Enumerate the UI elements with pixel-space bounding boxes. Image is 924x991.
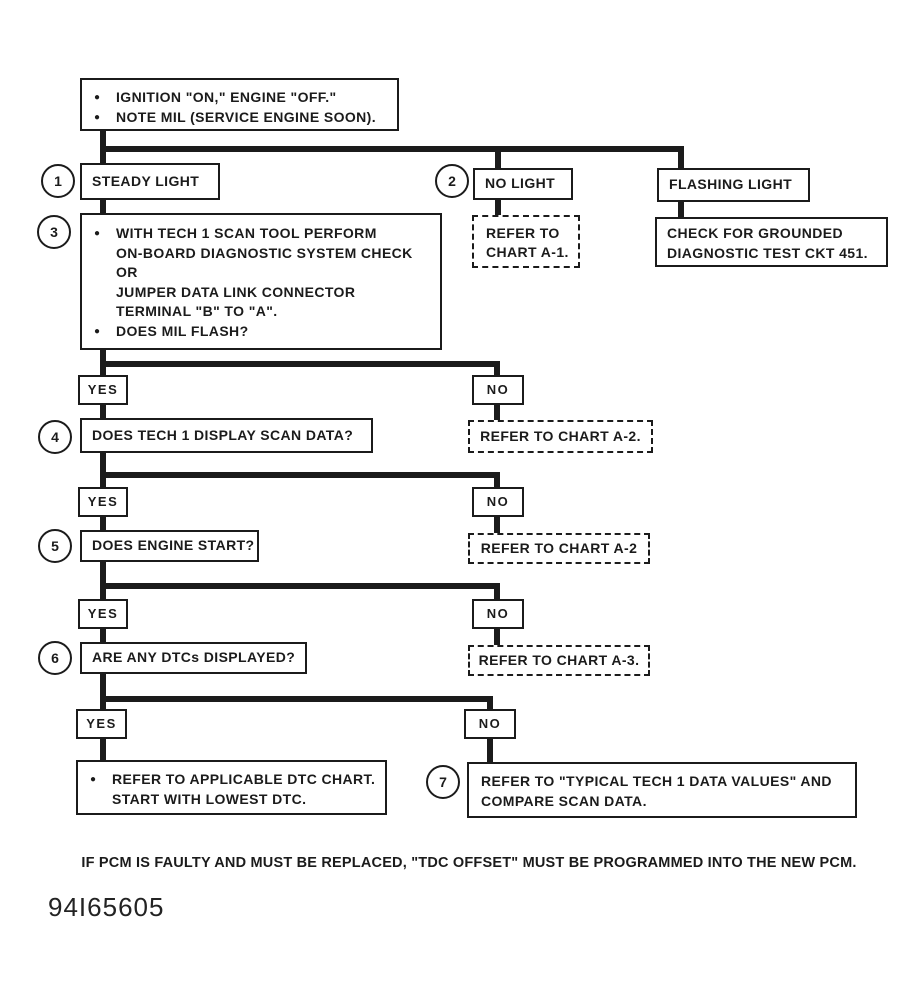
- question-node: ARE ANY DTCs DISPLAYED?: [80, 642, 307, 674]
- question-node: DOES ENGINE START?: [80, 530, 259, 562]
- step-circle-3: 3: [37, 215, 71, 249]
- step-circle-1: 1: [41, 164, 75, 198]
- no-light-node: NO LIGHT: [473, 168, 573, 200]
- refer-chart-a2-node: REFER TO CHART A-2.: [468, 420, 653, 453]
- connector-line: [487, 696, 493, 709]
- no-node: NO: [472, 375, 524, 405]
- refer-label: REFER TO CHART A-2: [480, 540, 638, 556]
- connector-line: [494, 405, 500, 420]
- refer-chart-a3-node: REFER TO CHART A-3.: [468, 645, 650, 676]
- refer-chart-a1-node: REFER TO CHART A-1.: [472, 215, 580, 268]
- node-label: NO LIGHT: [485, 175, 556, 192]
- connector-line: [100, 629, 106, 642]
- connector-line: [100, 405, 106, 418]
- flashing-light-node: FLASHING LIGHT: [657, 168, 810, 202]
- step-number: 5: [51, 538, 59, 554]
- no-label: NO: [486, 382, 510, 398]
- refer-chart-a2-node: REFER TO CHART A-2: [468, 533, 650, 564]
- yes-label: YES: [87, 606, 119, 622]
- step-circle-6: 6: [38, 641, 72, 675]
- question-node: DOES TECH 1 DISPLAY SCAN DATA?: [80, 418, 373, 453]
- refer-label: REFER TO CHART A-3.: [478, 652, 640, 668]
- node-label: STEADY LIGHT: [92, 172, 200, 189]
- refer-line: CHART A-1.: [486, 244, 569, 260]
- no-node: NO: [472, 599, 524, 629]
- yes-label: YES: [86, 716, 117, 732]
- diag-line: DOES MIL FLASH?: [82, 322, 440, 342]
- connector-line: [494, 517, 500, 533]
- start-bullet-line: IGNITION "ON," ENGINE "OFF.": [82, 88, 387, 108]
- connector-line: [487, 739, 493, 762]
- connector-line: [495, 200, 501, 216]
- action-line: START WITH LOWEST DTC.: [112, 790, 307, 807]
- diag-line: TERMINAL "B" TO "A".: [116, 303, 278, 319]
- connector-line: [494, 472, 500, 487]
- action-line: COMPARE SCAN DATA.: [481, 792, 647, 809]
- step-number: 2: [448, 173, 456, 189]
- question-label: DOES TECH 1 DISPLAY SCAN DATA?: [92, 426, 354, 443]
- no-node: NO: [464, 709, 516, 739]
- question-label: ARE ANY DTCs DISPLAYED?: [92, 649, 296, 666]
- step-circle-4: 4: [38, 420, 72, 454]
- connector-line: [678, 202, 684, 217]
- connector-line: [100, 361, 500, 367]
- step-number: 3: [50, 224, 58, 240]
- diag-line: WITH TECH 1 SCAN TOOL PERFORM: [82, 224, 440, 244]
- yes-label: YES: [87, 382, 119, 398]
- action-line: CHECK FOR GROUNDED: [667, 225, 843, 241]
- document-id: 94I65605: [48, 892, 165, 922]
- action-line: REFER TO "TYPICAL TECH 1 DATA VALUES" AN…: [481, 773, 832, 789]
- question-label: DOES ENGINE START?: [92, 537, 255, 554]
- step-number: 4: [51, 429, 59, 445]
- connector-line: [100, 696, 493, 702]
- connector-line: [100, 583, 500, 589]
- connector-line: [494, 629, 500, 645]
- yes-label: YES: [87, 494, 119, 510]
- yes-node: YES: [76, 709, 127, 739]
- step-circle-2: 2: [435, 164, 469, 198]
- diag-line: ON-BOARD DIAGNOSTIC SYSTEM CHECK: [116, 244, 413, 261]
- step-circle-5: 5: [38, 529, 72, 563]
- refer-label: REFER TO CHART A-2.: [480, 428, 641, 444]
- compare-scan-data-node: REFER TO "TYPICAL TECH 1 DATA VALUES" AN…: [467, 762, 857, 818]
- no-label: NO: [486, 606, 510, 622]
- yes-node: YES: [78, 375, 128, 405]
- connector-line: [100, 674, 106, 709]
- yes-node: YES: [78, 487, 128, 517]
- connector-line: [495, 152, 501, 168]
- dtc-chart-action-node: REFER TO APPLICABLE DTC CHART. START WIT…: [76, 760, 387, 815]
- connector-line: [494, 583, 500, 599]
- yes-node: YES: [78, 599, 128, 629]
- footer-note: IF PCM IS FAULTY AND MUST BE REPLACED, "…: [81, 855, 857, 871]
- connector-line: [100, 146, 684, 152]
- connector-line: [100, 562, 106, 599]
- no-label: NO: [486, 494, 510, 510]
- diagnostic-check-node: WITH TECH 1 SCAN TOOL PERFORM ON-BOARD D…: [80, 213, 442, 350]
- start-bullet-line: NOTE MIL (SERVICE ENGINE SOON).: [82, 108, 387, 128]
- step-number: 7: [439, 774, 447, 790]
- connector-line: [100, 517, 106, 530]
- no-label: NO: [478, 716, 502, 732]
- connector-line: [100, 453, 106, 487]
- action-line: DIAGNOSTIC TEST CKT 451.: [667, 244, 868, 261]
- no-node: NO: [472, 487, 524, 517]
- node-label: FLASHING LIGHT: [669, 176, 793, 193]
- steady-light-node: STEADY LIGHT: [80, 163, 220, 200]
- action-line: REFER TO APPLICABLE DTC CHART.: [78, 770, 385, 790]
- refer-line: REFER TO: [486, 225, 560, 241]
- step-number: 1: [54, 173, 62, 189]
- connector-line: [494, 361, 500, 375]
- diag-line: JUMPER DATA LINK CONNECTOR: [116, 283, 356, 300]
- diag-line: OR: [116, 264, 138, 280]
- connector-line: [100, 472, 500, 478]
- step-number: 6: [51, 650, 59, 666]
- step-circle-7: 7: [426, 765, 460, 799]
- connector-line: [100, 739, 106, 760]
- connector-line: [678, 152, 684, 168]
- start-node: IGNITION "ON," ENGINE "OFF." NOTE MIL (S…: [80, 78, 399, 131]
- connector-line: [100, 200, 106, 213]
- check-grounded-node: CHECK FOR GROUNDED DIAGNOSTIC TEST CKT 4…: [655, 217, 888, 267]
